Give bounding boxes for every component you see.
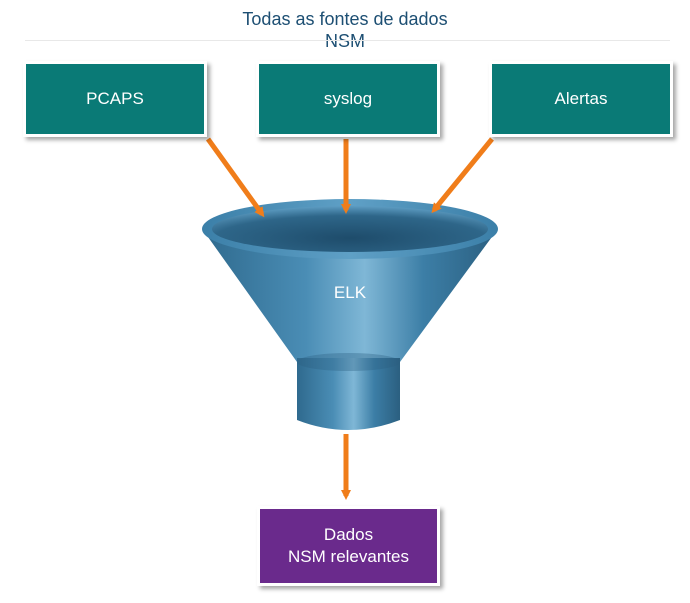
arrow-pcaps-to-funnel	[205, 137, 265, 218]
diagram-title: Todas as fontes de dados NSM	[0, 8, 690, 52]
title-line-2: NSM	[325, 31, 365, 51]
funnel-spout	[297, 358, 400, 430]
funnel-cone	[203, 230, 497, 362]
funnel-label: ELK	[333, 283, 367, 302]
funnel-opening	[212, 206, 488, 252]
output-line-1: Dados	[323, 525, 374, 544]
arrow-alertas-to-funnel	[431, 137, 494, 214]
source-box-pcaps: PCAPS	[23, 61, 207, 137]
source-box-syslog: syslog	[256, 61, 440, 137]
title-line-1: Todas as fontes de dados	[242, 9, 448, 29]
output-box: Dados NSM relevantes	[257, 506, 440, 586]
output-line-2: NSM relevantes	[288, 547, 409, 566]
source-box-alertas: Alertas	[489, 61, 673, 137]
title-divider	[25, 40, 670, 41]
